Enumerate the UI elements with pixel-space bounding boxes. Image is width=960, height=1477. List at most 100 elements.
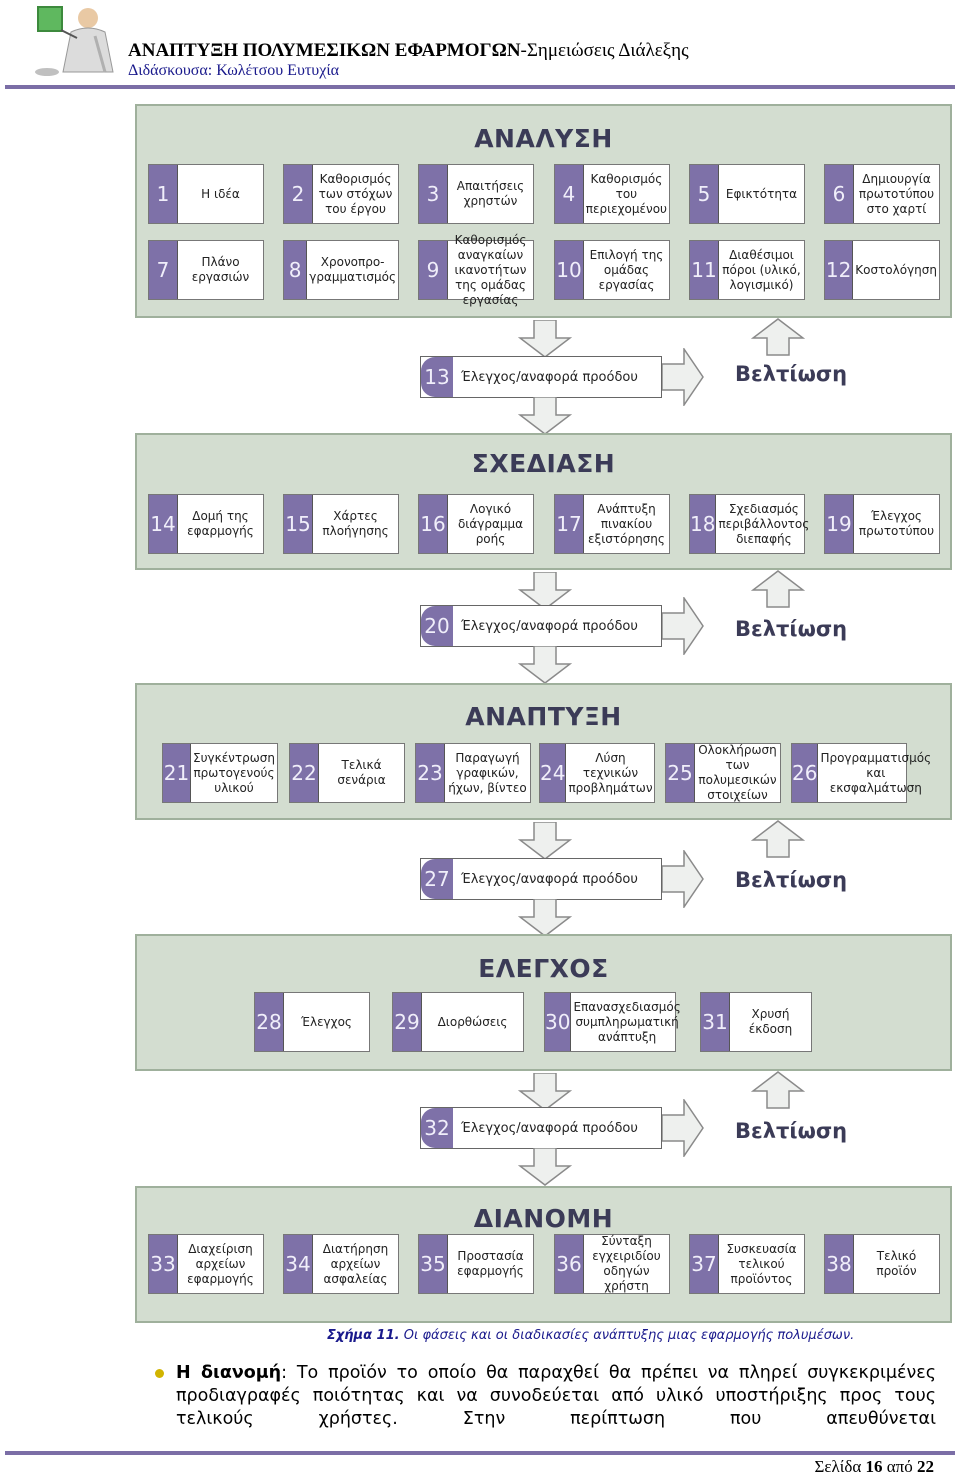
step-label: Προστασία εφαρμογής [457, 1249, 524, 1278]
step-number: 21 [163, 744, 191, 802]
step-number: 37 [690, 1235, 719, 1293]
step-number: 34 [284, 1235, 313, 1293]
step-label: Συγκέντρωση πρωτογενούς υλικού [193, 750, 275, 795]
step-number: 22 [290, 744, 319, 802]
up-arrow-icon [751, 1071, 805, 1109]
step-number: 4 [555, 165, 584, 223]
step-label: Απαιτήσεις χρηστών [456, 179, 525, 208]
step-number: 7 [149, 241, 178, 299]
down-arrow-icon [518, 822, 572, 860]
improve-label: Βελτίωση [735, 362, 848, 386]
step-number: 36 [555, 1235, 584, 1293]
down-arrow-icon [518, 1148, 572, 1186]
review-number: 13 [421, 357, 453, 397]
step-number: 38 [825, 1235, 854, 1293]
step-number: 16 [419, 495, 448, 553]
step-number: 30 [545, 993, 572, 1051]
step-label: Διαχείριση αρχείων εφαρμογής [187, 1241, 254, 1286]
step-label: Διαθέσιμοι πόροι (υλικό, λογισμικό) [722, 247, 801, 292]
step-number: 12 [825, 241, 854, 299]
step-label: Σχεδιασμός περιβάλλοντος διεπαφής [718, 501, 810, 546]
step-number: 25 [666, 744, 695, 802]
phase-title: ΔΙΑΝΟΜΗ [473, 1204, 614, 1233]
step-number: 6 [825, 165, 854, 223]
improve-label: Βελτίωση [735, 1119, 848, 1143]
header-subtitle: Διδάσκουσα: Κωλέτσου Ευτυχία [128, 62, 340, 79]
step-label: Επανασχεδιασμός συμπληρωματική ανάπτυξη [573, 999, 681, 1044]
step-label: Προγραμματισμός και εκσφαλμάτωση [820, 750, 932, 795]
down-arrow-icon [518, 320, 572, 358]
up-arrow-icon [751, 318, 805, 356]
review-label: Έλεγχος/αναφορά προόδου [461, 369, 638, 385]
bullet-icon [155, 1369, 164, 1378]
phase-panel: ΔΙΑΝΟΜΗ [135, 1186, 952, 1323]
step-label: Παραγωγή γραφικών, ήχων, βίντεο [448, 750, 527, 795]
step-number: 10 [555, 241, 584, 299]
step-label: Ολοκλήρωση των πολυμεσικών στοιχείων [698, 743, 777, 802]
down-arrow-icon [518, 1073, 572, 1111]
step-number: 31 [701, 993, 730, 1051]
step-label: Χάρτες πλοήγησης [322, 509, 389, 538]
step-number: 2 [284, 165, 313, 223]
step-number: 24 [540, 744, 567, 802]
phase-title: ΑΝΑΛΥΣΗ [474, 124, 613, 153]
review-label: Έλεγχος/αναφορά προόδου [461, 618, 638, 634]
phase-panel: ΣΧΕΔΙΑΣΗ [135, 433, 952, 570]
phase-title: ΣΧΕΔΙΑΣΗ [471, 449, 616, 478]
step-number: 33 [149, 1235, 178, 1293]
step-number: 11 [690, 241, 719, 299]
improve-label: Βελτίωση [735, 617, 848, 641]
down-arrow-icon [518, 572, 572, 610]
step-box: 3 Απαιτήσεις χρηστών [418, 164, 534, 224]
header-title: ΑΝΑΠΤΥΞΗ ΠΟΛΥΜΕΣΙΚΩΝ ΕΦΑΡΜΟΓΩΝ-Σημειώσει… [128, 40, 689, 61]
review-number: 27 [421, 859, 453, 899]
phase-title: ΑΝΑΠΤΥΞΗ [465, 702, 622, 731]
step-label: Επιλογή της ομάδας εργασίας [589, 247, 664, 292]
step-number: 3 [419, 165, 448, 223]
paragraph-lead: Η διανομή [176, 1363, 282, 1383]
down-arrow-icon [518, 646, 572, 684]
step-number: 17 [555, 495, 584, 553]
step-label: Εφικτότητα [725, 186, 798, 201]
step-label: Συσκευασία τελικού προϊόντος [726, 1241, 797, 1286]
step-number: 29 [393, 993, 422, 1051]
right-arrow-icon [662, 597, 704, 655]
up-arrow-icon [751, 820, 805, 858]
step-number: 19 [825, 495, 854, 553]
step-label: Δημιουργία πρωτοτύπου στο χαρτί [858, 171, 935, 216]
step-label: Η ιδέα [201, 186, 240, 201]
step-box: 15 Χάρτες πλοήγησης [283, 494, 399, 554]
footer-divider [5, 1451, 955, 1455]
step-number: 15 [284, 495, 313, 553]
step-label: Ανάπτυξη πινακίου εξιστόρησης [588, 501, 665, 546]
phase-panel: ΑΝΑΛΥΣΗ [135, 104, 952, 318]
step-number: 35 [419, 1235, 448, 1293]
phase-title: ΕΛΕΓΧΟΣ [478, 954, 609, 983]
figure-caption: Σχήμα 11. Οι φάσεις και οι διαδικασίες α… [327, 1328, 855, 1343]
